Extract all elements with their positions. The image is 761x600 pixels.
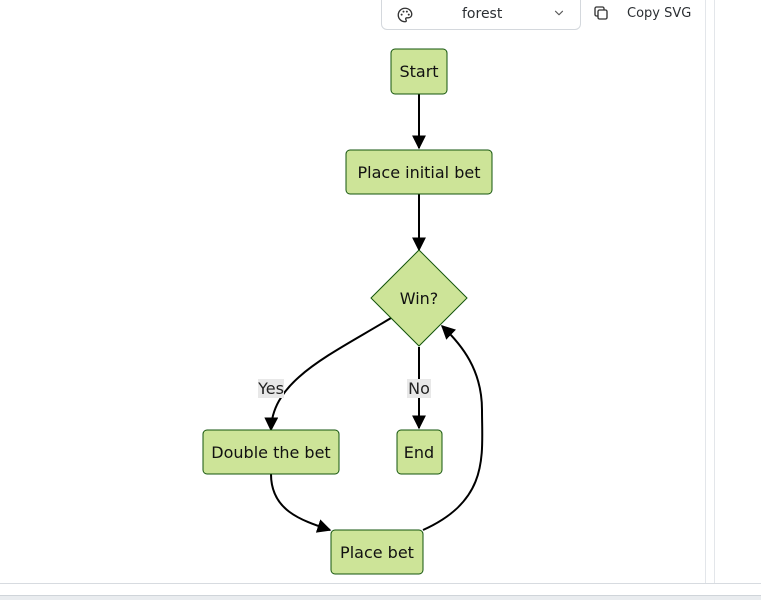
node-start-label: Start xyxy=(399,62,438,81)
node-start xyxy=(390,48,448,95)
node-win-label: Win? xyxy=(400,289,439,308)
copy-icon xyxy=(594,6,608,20)
node-end-label: End xyxy=(404,443,434,462)
flowchart: Yes No Start Place initial bet Win? Doub… xyxy=(202,48,493,575)
edge-place-bet-to-win xyxy=(422,325,484,531)
node-place-initial-bet xyxy=(345,149,493,195)
node-double-the-bet-label: Double the bet xyxy=(211,443,330,462)
palette-icon xyxy=(397,7,413,23)
copy-svg-label: Copy SVG xyxy=(627,6,692,21)
edge-label-yes: Yes xyxy=(257,379,284,398)
horizontal-scrollbar[interactable] xyxy=(0,595,761,600)
canvas-right-border xyxy=(705,0,706,583)
node-end xyxy=(396,429,443,475)
edge-label-no-bg xyxy=(407,379,431,398)
node-place-initial-bet-label: Place initial bet xyxy=(358,163,481,182)
chevron-down-icon xyxy=(554,10,564,16)
panel-divider xyxy=(714,0,715,600)
theme-select[interactable]: forest xyxy=(381,0,581,30)
theme-select-value: forest xyxy=(462,6,503,22)
node-win xyxy=(370,249,468,347)
copy-svg-button[interactable]: Copy SVG xyxy=(592,3,692,27)
edge-label-yes-bg xyxy=(258,379,284,398)
edge-label-no: No xyxy=(408,379,430,398)
edge-double-to-place-bet xyxy=(270,473,332,533)
node-double-the-bet xyxy=(202,429,340,475)
node-place-bet xyxy=(330,529,424,575)
panel-gutter xyxy=(706,0,714,583)
edge-win-to-double xyxy=(264,317,392,432)
node-place-bet-label: Place bet xyxy=(340,543,414,562)
